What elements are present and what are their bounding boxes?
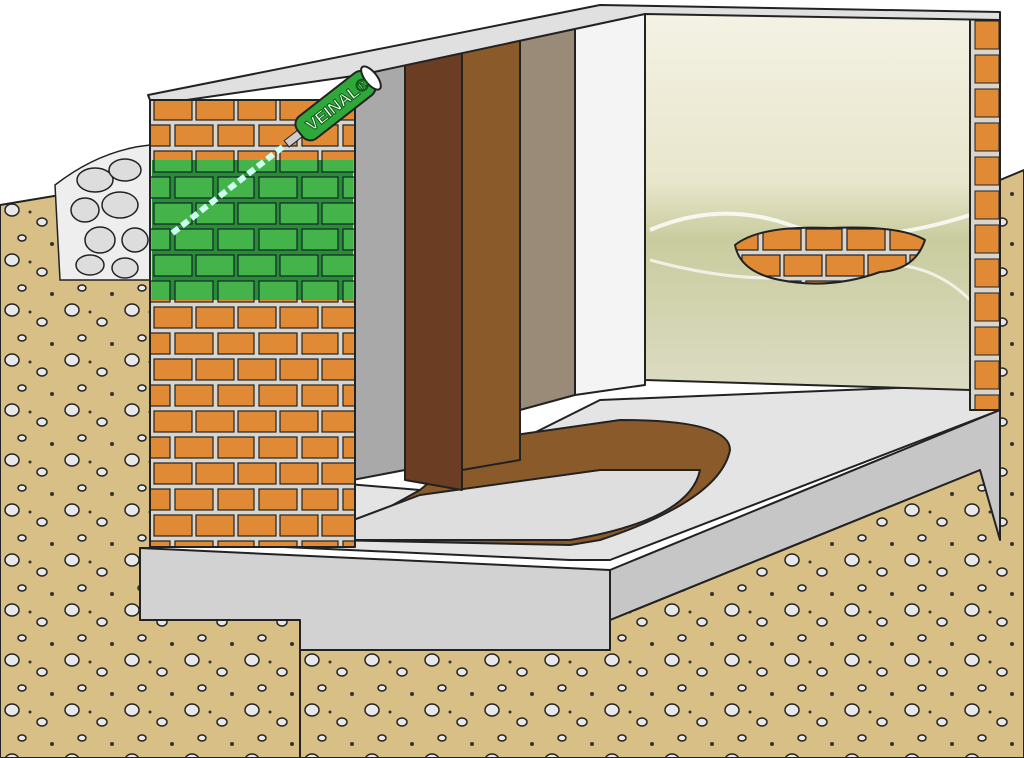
gravel-drain (54, 144, 151, 281)
treated-bricks (152, 160, 353, 300)
foundation-side (609, 409, 1001, 621)
floor-screed (299, 468, 701, 541)
moisture-line (649, 211, 971, 238)
membrane-dark-layer (404, 44, 463, 491)
damp-back-wall (644, 11, 971, 391)
membrane-brown-layer (461, 34, 521, 471)
render-layer (519, 21, 576, 411)
brick-column (969, 14, 1001, 411)
white-finish-layer (574, 11, 646, 396)
exposed-bricks (734, 226, 926, 285)
